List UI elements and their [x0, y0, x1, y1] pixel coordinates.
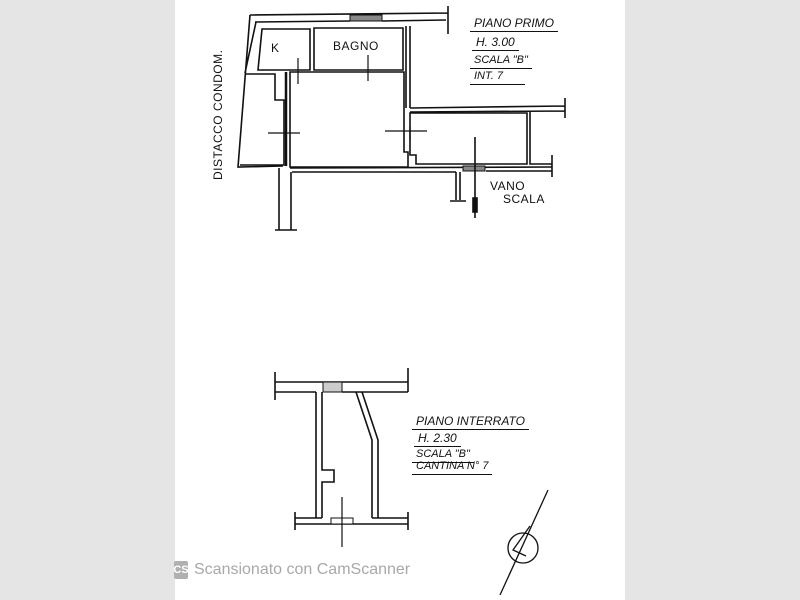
basement-unit: CANTINA N° 7	[412, 460, 493, 475]
basement-wall-right	[355, 391, 379, 518]
bathroom-room	[313, 27, 404, 71]
watermark-text: Scansionato con CamScanner	[194, 561, 411, 578]
first-floor-height: H. 3.00	[472, 36, 519, 51]
column	[275, 168, 297, 231]
basement-window	[322, 381, 343, 393]
basement-wall-left	[315, 392, 335, 518]
first-floor-plan	[237, 6, 566, 231]
stairwell-2: SCALA	[503, 192, 545, 206]
wall-left	[237, 14, 284, 168]
kitchen-room	[257, 28, 311, 71]
stairwell-1: VANO	[490, 179, 525, 193]
side-note: DISTACCO CONDOM.	[211, 50, 225, 180]
wall-right-top	[409, 98, 566, 118]
door-stair	[462, 165, 486, 172]
first-floor-stair: SCALA "B"	[470, 54, 532, 69]
camscanner-logo-icon: CS	[173, 561, 189, 579]
camscanner-watermark: CS Scansionato con CamScanner	[173, 561, 411, 579]
first-floor-unit: INT. 7	[470, 70, 525, 85]
basement-title: PIANO INTERRATO	[412, 415, 529, 430]
room-k: K	[271, 41, 280, 55]
wall-top	[249, 6, 449, 34]
basement-height: H. 2.30	[414, 432, 461, 447]
room-bagno: BAGNO	[333, 39, 379, 53]
right-room	[409, 112, 528, 165]
scanned-page	[175, 0, 625, 600]
basement-stair: SCALA "B"	[412, 448, 474, 463]
stair-marker	[472, 197, 478, 213]
window-top	[349, 14, 383, 22]
north-arrow-icon	[499, 489, 549, 596]
wall-bath-right	[405, 26, 411, 108]
wall-bottom	[289, 166, 553, 173]
basement-plan	[274, 368, 409, 547]
cross-marks	[268, 55, 427, 140]
main-room	[289, 71, 409, 168]
first-floor-title: PIANO PRIMO	[470, 17, 559, 32]
corridor	[240, 73, 285, 166]
small-room	[529, 111, 553, 177]
stair-lines	[450, 137, 476, 218]
